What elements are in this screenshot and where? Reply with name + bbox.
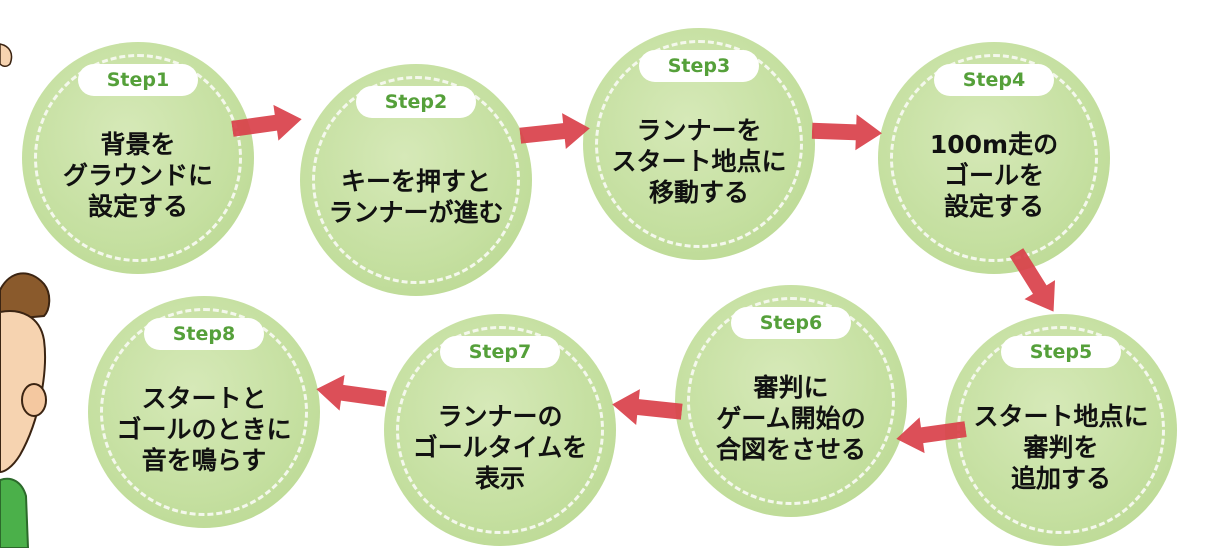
step-2-line-2: ランナーが進む — [328, 198, 504, 227]
step-7-circle: Step7 ランナーの ゴールタイムを 表示 — [384, 314, 616, 546]
step-4-badge: Step4 — [934, 64, 1054, 96]
step-6-line-2: ゲーム開始の — [716, 403, 866, 433]
step-6-line-1: 審判に — [753, 372, 829, 402]
step-1-badge: Step1 — [78, 64, 198, 96]
arrow-icon — [612, 389, 683, 425]
step-8-line-2: ゴールのときに — [116, 414, 292, 444]
step-8-line-3: 音を鳴らす — [141, 445, 267, 475]
step-3-line-1: ランナーを — [636, 115, 762, 145]
step-1-circle: Step1 背景を グラウンドに 設定する — [22, 42, 254, 274]
decoration-shape-icon — [0, 43, 13, 68]
step-5-circle: Step5 スタート地点に 審判を 追加する — [945, 314, 1177, 546]
step-5-badge: Step5 — [1001, 336, 1121, 368]
step-3-text: ランナーを スタート地点に 移動する — [591, 92, 807, 230]
arrow-icon — [231, 104, 302, 141]
step-3-circle: Step3 ランナーを スタート地点に 移動する — [583, 28, 815, 260]
step-6-circle: Step6 審判に ゲーム開始の 合図をさせる — [675, 285, 907, 517]
boy-character-icon — [0, 272, 51, 548]
step-2-text: キーを押すと ランナーが進む — [308, 128, 524, 266]
step-4-line-1: 100m走の — [929, 129, 1059, 159]
step-5-line-3: 追加する — [1010, 463, 1111, 493]
arrow-icon — [519, 113, 590, 149]
step-5-line-1: スタート地点に — [973, 401, 1149, 431]
step-1-text: 背景を グラウンドに 設定する — [30, 106, 246, 244]
step-2-line-1: キーを押すと — [340, 167, 491, 196]
step-6-text: 審判に ゲーム開始の 合図をさせる — [683, 349, 899, 487]
step-8-text: スタートと ゴールのときに 音を鳴らす — [96, 360, 312, 498]
step-2-circle: Step2 キーを押すと ランナーが進む — [300, 64, 532, 296]
step-7-badge: Step7 — [440, 336, 560, 368]
step-6-badge: Step6 — [731, 307, 851, 339]
step-4-line-3: 設定する — [943, 191, 1044, 221]
step-7-line-1: ランナーの — [437, 401, 563, 431]
step-7-line-3: 表示 — [474, 463, 525, 493]
arrow-icon — [1009, 248, 1056, 312]
step-3-badge: Step3 — [639, 50, 759, 82]
arrow-icon — [811, 114, 882, 151]
step-3-line-2: スタート地点に — [611, 146, 787, 176]
step-8-badge: Step8 — [144, 318, 264, 350]
step-1-line-2: グラウンドに — [62, 160, 213, 190]
arrow-icon — [896, 417, 967, 454]
arrow-icon — [316, 374, 387, 411]
step-7-line-2: ゴールタイムを — [412, 432, 588, 462]
step-1-line-3: 設定する — [87, 191, 188, 221]
step-7-text: ランナーの ゴールタイムを 表示 — [392, 378, 608, 516]
step-8-line-1: スタートと — [141, 383, 267, 413]
step-2-badge: Step2 — [356, 86, 476, 118]
step-6-line-3: 合図をさせる — [715, 434, 866, 464]
step-5-line-2: 審判を — [1023, 432, 1099, 462]
step-4-line-2: ゴールを — [943, 160, 1044, 190]
step-8-circle: Step8 スタートと ゴールのときに 音を鳴らす — [88, 296, 320, 528]
step-1-line-1: 背景を — [100, 129, 176, 159]
step-3-line-3: 移動する — [648, 177, 749, 207]
step-5-text: スタート地点に 審判を 追加する — [953, 378, 1169, 516]
step-4-text: 100m走の ゴールを 設定する — [886, 106, 1102, 244]
step-4-circle: Step4 100m走の ゴールを 設定する — [878, 42, 1110, 274]
